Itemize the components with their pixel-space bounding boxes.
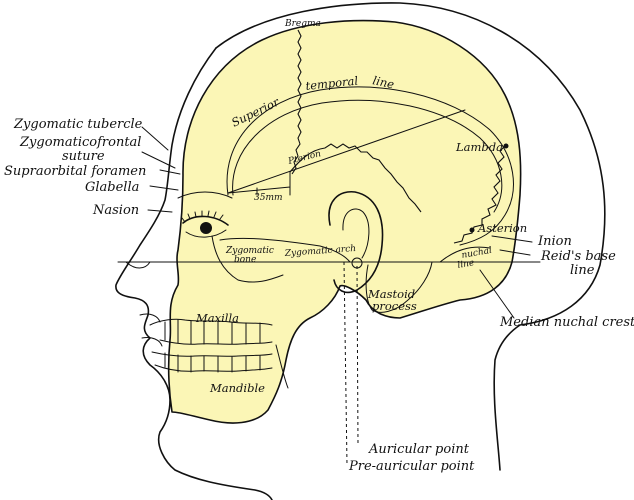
upper-teeth — [149, 318, 273, 345]
label-median-nuchal-crest: Median nuchal crest — [499, 315, 634, 330]
face-profile — [115, 47, 273, 500]
label-pre-auricular-point: Pre-auricular point — [348, 459, 475, 474]
label-zygomatic-bone-2: bone — [234, 255, 256, 265]
mandible-angle — [275, 344, 289, 389]
lower-teeth — [151, 351, 273, 373]
mastoid-process — [365, 261, 433, 313]
label-reids-line: line — [570, 263, 595, 278]
label-nasion: Nasion — [92, 203, 139, 218]
lip-detail — [139, 313, 161, 323]
pre-auricular-point-line — [343, 261, 348, 466]
label-line-temporal: line — [371, 73, 395, 91]
label-inion: Inion — [537, 234, 572, 249]
label-35mm: 35mm — [254, 193, 283, 203]
label-bregma: Bregma — [284, 19, 321, 29]
label-mastoid-1: Mastoid — [367, 287, 415, 301]
label-maxilla: Maxilla — [195, 311, 239, 325]
eye-lower-lid — [185, 229, 227, 238]
superior-temporal-line-inner — [232, 99, 503, 213]
label-nuchal-2: line — [457, 258, 475, 271]
eyebrow — [177, 191, 233, 199]
pterion-bracket — [227, 171, 291, 196]
nuchal-line — [439, 246, 491, 263]
label-temporal: temporal — [305, 74, 359, 93]
nose-detail — [125, 261, 151, 269]
ear-inner — [342, 208, 370, 259]
label-zygomatic-tubercle: Zygomatic tubercle — [13, 117, 143, 132]
eye-upper-lid — [182, 215, 229, 226]
asterion-point — [469, 227, 475, 233]
label-glabella: Glabella — [85, 180, 139, 195]
label-mandible: Mandible — [209, 381, 265, 395]
label-mastoid-2: process — [372, 299, 417, 313]
zygomatic-bone — [211, 235, 284, 283]
head-outline — [215, 2, 606, 471]
nasion-lambda-line — [227, 109, 466, 194]
squamosal-suture — [289, 143, 422, 213]
lip-detail-lower — [141, 337, 163, 347]
label-lambda: Lambda — [455, 140, 503, 154]
lambda-point — [503, 143, 509, 149]
eye-iris — [200, 222, 212, 234]
superior-temporal-line-outer — [226, 86, 514, 246]
ear-outline — [328, 191, 384, 294]
zygomatic-arch — [219, 237, 351, 263]
label-supraorbital-foramen: Supraorbital foramen — [4, 164, 146, 179]
coronal-suture — [291, 29, 302, 175]
label-auricular-point: Auricular point — [368, 442, 470, 457]
label-suture: suture — [62, 149, 105, 164]
label-asterion: Asterion — [477, 221, 527, 235]
label-zygomatic-bone-1: Zygomatic — [225, 246, 274, 256]
leader-lines — [141, 126, 533, 319]
eyelashes — [181, 210, 224, 223]
label-zygomaticofrontal: Zygomaticofrontal — [19, 135, 141, 150]
label-reids-base: Reid's base — [540, 249, 616, 264]
